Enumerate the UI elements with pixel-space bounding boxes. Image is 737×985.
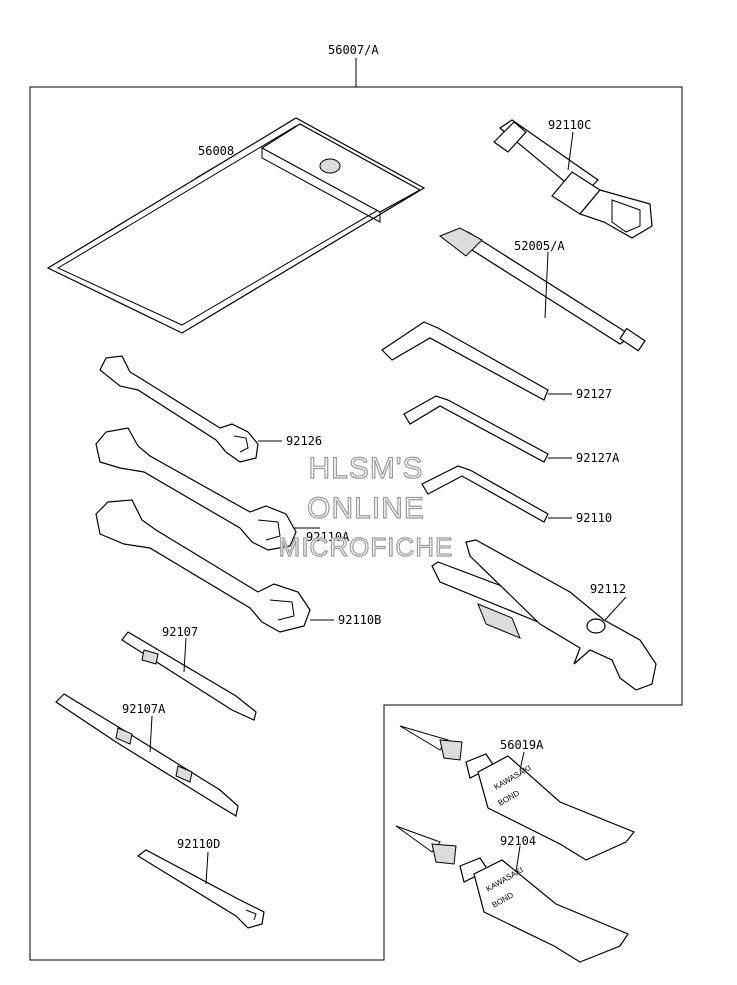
wrench-92110B [95, 499, 334, 633]
part-92127-label: 92127 [576, 387, 612, 401]
svg-text:HLSM'S: HLSM'S [308, 452, 423, 485]
spark-plug-wrench [493, 119, 653, 239]
part-92112-label: 92112 [590, 582, 626, 596]
part-92110D-label: 92110D [177, 837, 220, 851]
spoke-wrench [136, 849, 265, 929]
part-92104-label: 92104 [500, 834, 536, 848]
svg-text:MICROFICHE: MICROFICHE [279, 532, 454, 562]
hex-key-92127A [403, 395, 572, 463]
pliers [431, 539, 657, 691]
part-92110C-label: 92110C [548, 118, 591, 132]
kit-frame [29, 86, 683, 961]
hex-key-92127 [381, 321, 572, 401]
part-56019A-label: 56019A [500, 738, 544, 752]
part-92107-label: 92107 [162, 625, 198, 639]
hex-key-92110 [421, 465, 572, 523]
tire-gauge [438, 227, 646, 352]
part-52005A-label: 52005/A [514, 239, 565, 253]
part-92127A-label: 92127A [576, 451, 620, 465]
wrench-92126 [99, 355, 282, 463]
title-part-number: 56007/A [328, 43, 379, 57]
tool-pouch [46, 117, 426, 334]
watermark: HLSM'S ONLINE MICROFICHE [278, 451, 454, 562]
svg-text:ONLINE: ONLINE [307, 492, 425, 525]
screwdriver-92107A [55, 693, 239, 817]
part-92110A-label: 92110A [306, 530, 350, 544]
part-56008-label: 56008 [198, 144, 234, 158]
part-92126-label: 92126 [286, 434, 322, 448]
part-92107A-label: 92107A [122, 702, 166, 716]
part-92110-label: 92110 [576, 511, 612, 525]
bond-tube-56019A: KAWASAKI BOND [399, 725, 635, 861]
bond-tube-92104: KAWASAKI BOND [395, 825, 629, 963]
wrench-92110A [95, 427, 320, 551]
screwdriver-92107 [121, 631, 257, 721]
part-92110B-label: 92110B [338, 613, 381, 627]
